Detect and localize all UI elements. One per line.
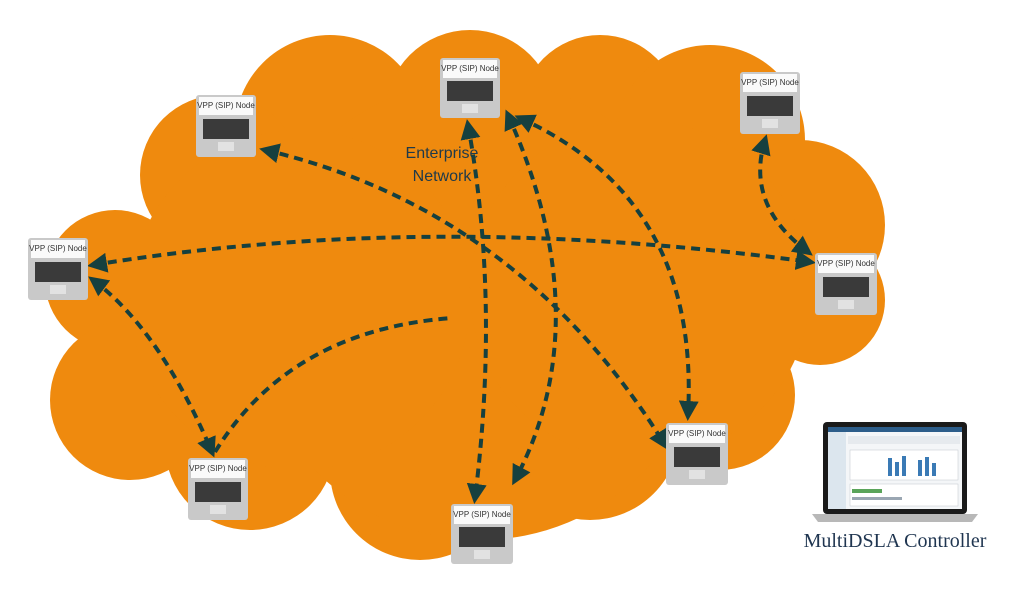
node-label: VPP (SIP) Node xyxy=(441,64,499,73)
links-group xyxy=(87,109,816,504)
node-label: VPP (SIP) Node xyxy=(668,429,726,438)
node-label: VPP (SIP) Node xyxy=(453,510,511,519)
link-topcenter-bottomright xyxy=(514,114,699,421)
controller-laptop-icon xyxy=(812,422,978,522)
node-label: VPP (SIP) Node xyxy=(741,78,799,87)
cloud-label-line1: Enterprise xyxy=(406,145,479,162)
multidsla-controller: MultiDSLA Controller xyxy=(804,422,987,552)
node-label: VPP (SIP) Node xyxy=(817,259,875,268)
node-bottom-right: VPP (SIP) Node xyxy=(666,423,728,485)
node-label: VPP (SIP) Node xyxy=(189,464,247,473)
node-bottom-center: VPP (SIP) Node xyxy=(451,504,513,564)
link-bottomleft-topright xyxy=(460,119,488,504)
node-top-center: VPP (SIP) Node xyxy=(440,58,500,118)
node-top-right: VPP (SIP) Node xyxy=(740,72,800,134)
link-center-bottomleft xyxy=(213,316,453,454)
cloud-label-line2: Network xyxy=(413,168,473,185)
node-top-left: VPP (SIP) Node xyxy=(196,95,256,157)
node-label: VPP (SIP) Node xyxy=(29,244,87,253)
node-mid-left: VPP (SIP) Node xyxy=(28,238,88,300)
node-label: VPP (SIP) Node xyxy=(197,101,255,110)
node-bottom-left: VPP (SIP) Node xyxy=(188,458,248,520)
controller-caption: MultiDSLA Controller xyxy=(804,530,987,552)
node-mid-right: VPP (SIP) Node xyxy=(815,253,877,315)
link-midleft-bottomleft xyxy=(88,276,216,458)
link-topright-midright xyxy=(751,134,813,256)
